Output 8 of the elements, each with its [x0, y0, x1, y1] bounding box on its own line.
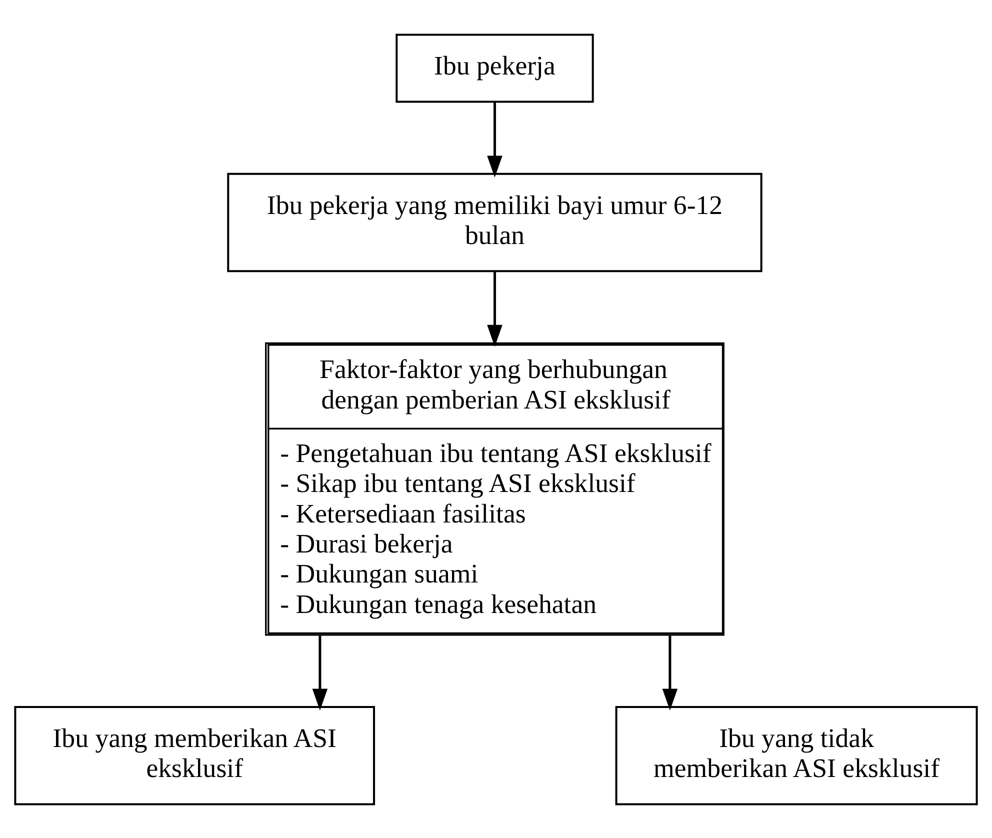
arrow — [487, 102, 502, 178]
node-box: Ibu pekerja yang memiliki bayi umur 6-12 bulan — [227, 172, 762, 272]
node-box: Ibu yang tidak memberikan ASI eksklusif — [615, 706, 978, 805]
node-box: Ibu pekerja — [396, 33, 594, 102]
node-box: Ibu yang memberikan ASI eksklusif — [14, 706, 376, 805]
arrow — [662, 635, 678, 710]
arrow — [312, 635, 328, 710]
arrow — [487, 270, 502, 346]
